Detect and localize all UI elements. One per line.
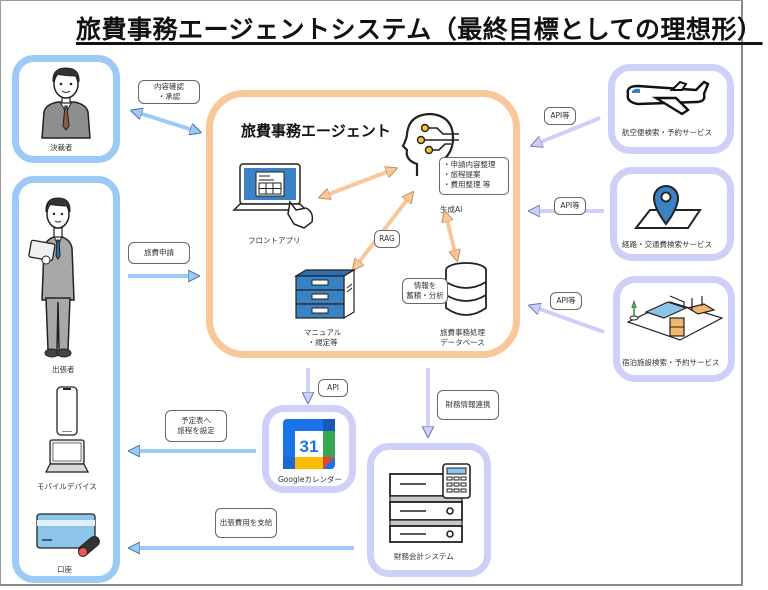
ai-tasks-callout: ・申請内容整理 ・旅程提案 ・費用整理 等 [439,157,509,195]
travel-request-callout: 旅費申請 [128,242,190,264]
finance-link-callout: 財務情報連携 [437,390,499,420]
mobile-device-label: モバイルデバイス [37,482,97,491]
rag-callout: RAG [374,230,400,248]
businessman-with-tablet-icon [28,197,75,358]
agent-title: 旅費事務エージェント [241,122,391,140]
map-pin-icon [633,185,702,229]
database-label: 旅費事務処理 データベース [440,328,485,348]
accounting-machine-icon [389,463,471,543]
api-lodging-callout: API等 [550,292,582,310]
accounting-label: 財務会計システム [394,552,454,561]
flight-service-box [608,64,734,154]
lodging-api-arrow [534,307,605,334]
schedule-callout: 予定表へ旅程を設定 [165,410,227,442]
lodging-service-label: 宿泊施設検索・予約サービス [622,358,720,367]
calendar-label: Googleカレンダー [278,475,342,484]
traveler-label: 出張者 [52,365,75,374]
database-icon [445,262,487,316]
page-title: 旅費事務エージェントシステム（最終目標としての理想形） [76,15,763,44]
front-app-label: フロントアプリ [248,236,301,245]
ai-head-icon [401,112,459,176]
ai-task: ・申請内容整理 [443,160,496,169]
ai-database-arrow [446,216,456,256]
approver-label: 決裁者 [50,143,73,152]
server-rack-icon [293,268,357,320]
airplane-icon [626,80,710,116]
approval-arrow [136,112,196,131]
laptop-touch-icon [232,163,314,229]
payment-callout: 出張費用を支給 [215,508,277,538]
frontapp-ai-arrow [324,170,392,196]
flight-service-label: 航空便検索・予約サービス [622,128,712,137]
bank-card-icon [36,513,100,557]
smartphone-laptop-icon [44,386,90,473]
route-service-label: 経路・交通費検索サービス [622,240,712,249]
manual-label: マニュアル ・規定等 [304,328,342,348]
google-calendar-icon: 31 [283,419,335,469]
hotel-room-icon [626,295,724,341]
approval-callout: 内容確認・承認 [138,80,200,104]
database-note-callout: 情報を蓄積・分析 [402,278,448,304]
api-route-callout: API等 [554,197,586,215]
api-flight-callout: API等 [544,107,576,125]
ai-task: ・旅程提案 [443,169,481,179]
account-label: 口座 [57,565,72,574]
flight-api-arrow [536,116,601,144]
businessman-icon [41,67,91,139]
ai-task: ・費用整理 等 [443,179,491,189]
calendar-day-number: 31 [300,437,319,456]
api-calendar-callout: API [318,379,348,397]
